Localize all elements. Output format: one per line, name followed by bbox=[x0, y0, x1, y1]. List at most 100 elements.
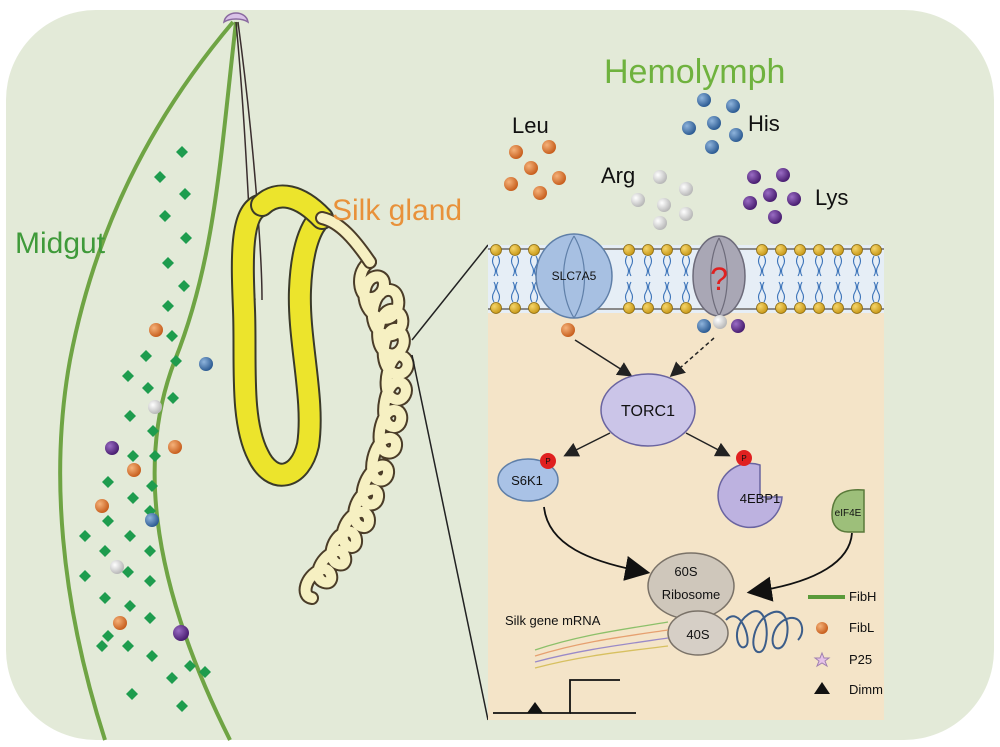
lipid-head bbox=[661, 244, 673, 256]
legend-p25-label: P25 bbox=[849, 652, 872, 667]
lipid-head bbox=[756, 302, 768, 314]
lipid-tail bbox=[757, 281, 763, 303]
lipid-tail bbox=[776, 255, 782, 277]
lipid-tail bbox=[685, 281, 691, 303]
legend-dimm-symbol bbox=[814, 682, 830, 694]
lipid-head bbox=[832, 302, 844, 314]
arrow-s6k1-ribosome bbox=[543, 506, 651, 581]
lipid-tail bbox=[514, 255, 520, 277]
lipid-head bbox=[642, 244, 654, 256]
lipid-tail bbox=[856, 255, 862, 277]
arg-cluster bbox=[631, 170, 693, 230]
s6k1-label: S6K1 bbox=[511, 473, 543, 488]
lipid-tail bbox=[491, 281, 497, 303]
lipid-tail bbox=[776, 281, 782, 303]
lipid-head bbox=[528, 302, 540, 314]
ribosome-60s-label: 60S bbox=[674, 564, 697, 579]
lipid-head bbox=[509, 302, 521, 314]
lipid-tail bbox=[643, 255, 649, 277]
lipid-head bbox=[623, 302, 635, 314]
lipid-tail bbox=[495, 281, 501, 303]
lipid-tail bbox=[647, 255, 653, 277]
lys-label: Lys bbox=[815, 185, 848, 210]
eif4e-label: eIF4E bbox=[835, 508, 862, 519]
lipid-head bbox=[851, 244, 863, 256]
lipid-tail bbox=[856, 281, 862, 303]
slc7a5-label: SLC7A5 bbox=[552, 269, 597, 283]
lipid-tail bbox=[491, 255, 497, 277]
legend-p25-symbol bbox=[813, 651, 831, 668]
arrow-eif4e-ribosome bbox=[746, 532, 853, 602]
lipid-bilayer bbox=[490, 244, 882, 314]
s6k1-phospho-label: P bbox=[545, 457, 550, 466]
lipid-tail bbox=[510, 281, 516, 303]
legend-fibh-label: FibH bbox=[849, 589, 876, 604]
leu-label: Leu bbox=[512, 113, 549, 138]
lipid-tail bbox=[795, 255, 801, 277]
midgut-diamonds bbox=[79, 146, 211, 712]
lipid-tail bbox=[681, 281, 687, 303]
ribosome-label: Ribosome bbox=[662, 587, 721, 602]
lipid-tail bbox=[666, 255, 672, 277]
lipid-tail bbox=[852, 281, 858, 303]
lipid-tail bbox=[628, 255, 634, 277]
torc1-node bbox=[600, 373, 696, 447]
lipid-head bbox=[813, 244, 825, 256]
lipid-head bbox=[623, 244, 635, 256]
s6k1-phospho-icon bbox=[540, 453, 556, 469]
lipid-tail bbox=[871, 281, 877, 303]
lipid-head bbox=[870, 244, 882, 256]
silk-mrna-label: Silk gene mRNA bbox=[505, 613, 601, 628]
leu-inside bbox=[561, 323, 575, 337]
4ebp1-label: 4EBP1 bbox=[740, 491, 780, 506]
ribosome-60s bbox=[647, 552, 735, 620]
lipid-head bbox=[813, 302, 825, 314]
arg-label: Arg bbox=[601, 163, 635, 188]
silk-mrna-lines bbox=[534, 621, 669, 669]
lipid-head bbox=[851, 302, 863, 314]
lipid-head bbox=[794, 244, 806, 256]
s6k1-node bbox=[497, 458, 559, 502]
lipid-tail bbox=[799, 255, 805, 277]
lipid-head bbox=[832, 244, 844, 256]
hemolymph-label: Hemolymph bbox=[604, 53, 785, 91]
4ebp1-phospho-label: P bbox=[741, 454, 746, 463]
lipid-tail bbox=[814, 255, 820, 277]
silk-gland-label: Silk gland bbox=[332, 194, 462, 227]
lipid-tail bbox=[643, 281, 649, 303]
lipid-tail bbox=[871, 255, 877, 277]
ribosome-40s bbox=[667, 610, 729, 656]
leu-cluster bbox=[504, 140, 566, 200]
slc7a5-transporter bbox=[535, 233, 613, 319]
lipid-head bbox=[680, 244, 692, 256]
lipid-tail bbox=[852, 255, 858, 277]
lipid-tail bbox=[837, 255, 843, 277]
lipid-tail bbox=[780, 255, 786, 277]
lipid-head bbox=[870, 302, 882, 314]
midgut-amino-acids bbox=[95, 323, 213, 641]
legend-fibl-symbol bbox=[816, 622, 828, 634]
lipid-tail bbox=[833, 281, 839, 303]
lipid-head bbox=[490, 302, 502, 314]
lipid-tail bbox=[533, 281, 539, 303]
arrow-aa-torc1 bbox=[669, 337, 715, 377]
dimm-binding-icon bbox=[527, 702, 543, 713]
lipid-tail bbox=[647, 281, 653, 303]
lipid-tail bbox=[529, 281, 535, 303]
his-cluster bbox=[682, 93, 743, 154]
lipid-head bbox=[509, 244, 521, 256]
lipid-tail bbox=[814, 281, 820, 303]
his-label: His bbox=[748, 111, 780, 136]
legend-dimm-label: Dimm bbox=[849, 682, 883, 697]
lipid-tail bbox=[529, 255, 535, 277]
lipid-tail bbox=[799, 281, 805, 303]
silk-gland-posterior bbox=[298, 211, 415, 605]
eif4e-node bbox=[831, 488, 865, 533]
lipid-head bbox=[775, 302, 787, 314]
midgut-label: Midgut bbox=[15, 227, 106, 260]
legend bbox=[808, 595, 845, 694]
lipid-tail bbox=[833, 255, 839, 277]
lipid-tail bbox=[761, 255, 767, 277]
lipid-tail bbox=[681, 255, 687, 277]
arrow-torc1-4ebp1 bbox=[685, 432, 731, 457]
